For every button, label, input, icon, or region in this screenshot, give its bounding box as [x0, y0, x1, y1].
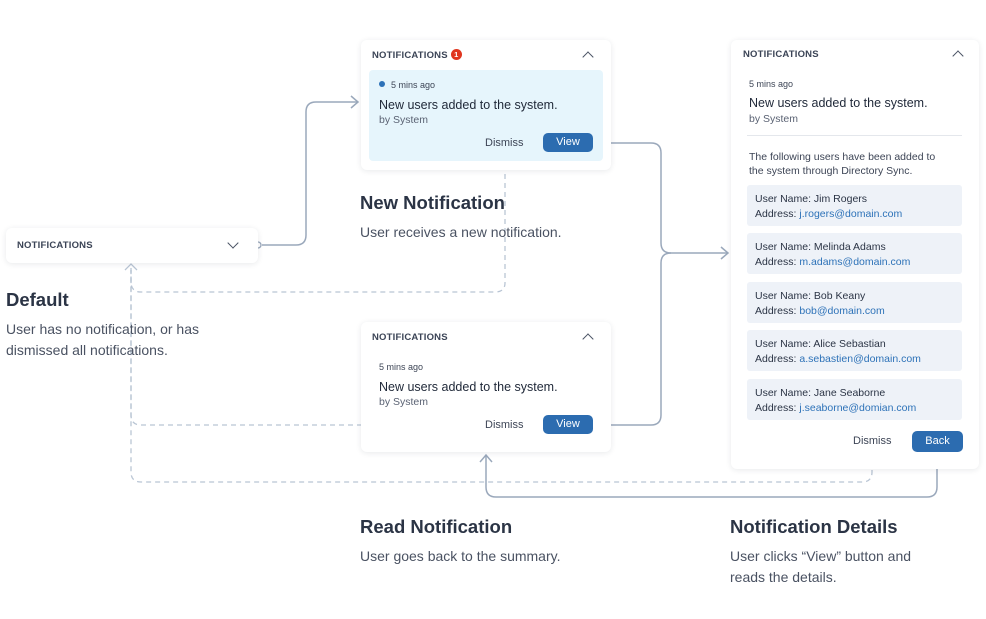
user-name: User Name: Jane Seaborne: [755, 387, 886, 399]
connector-view-to-details: [596, 142, 728, 254]
dismiss-button[interactable]: Dismiss: [853, 435, 892, 447]
panel-header-label: NOTIFICATIONS: [372, 50, 448, 61]
user-email-link[interactable]: j.seaborne@domian.com: [799, 402, 917, 414]
back-button[interactable]: Back: [912, 431, 963, 452]
view-button[interactable]: View: [543, 415, 593, 434]
new-notification-title: New Notification: [360, 192, 505, 213]
read-notification-panel: NOTIFICATIONS 5 mins ago New users added…: [361, 322, 611, 452]
user-address: Address: j.seaborne@domian.com: [755, 402, 917, 414]
notification-title: New users added to the system.: [749, 96, 928, 110]
chevron-up-icon[interactable]: [582, 51, 594, 63]
default-desc-line2: dismissed all notifications.: [6, 342, 168, 358]
default-notification-panel: NOTIFICATIONS: [6, 228, 258, 263]
connector-read-view-to-details: [596, 252, 672, 426]
notification-time: 5 mins ago: [749, 79, 794, 89]
default-desc-line1: User has no notification, or has: [6, 321, 199, 337]
notification-item[interactable]: 5 mins ago New users added to the system…: [369, 70, 603, 161]
panel-header-label: NOTIFICATIONS: [372, 332, 448, 343]
connector-back-to-read: [485, 452, 938, 498]
user-email-link[interactable]: a.sebastien@domain.com: [799, 353, 921, 365]
dismiss-button[interactable]: Dismiss: [485, 419, 524, 431]
notification-title: New users added to the system.: [379, 98, 558, 112]
notification-title: New users added to the system.: [379, 380, 558, 394]
divider: [747, 135, 962, 136]
chevron-up-icon[interactable]: [582, 333, 594, 345]
unread-count-badge: 1: [450, 49, 462, 60]
user-address: Address: a.sebastien@domain.com: [755, 353, 921, 365]
user-name: User Name: Jim Rogers: [755, 193, 868, 205]
user-card: User Name: Jane Seaborne Address: j.seab…: [747, 379, 962, 420]
user-email-link[interactable]: m.adams@domain.com: [799, 256, 911, 268]
notification-author: by System: [749, 113, 799, 125]
user-address: Address: bob@domain.com: [755, 305, 885, 317]
notification-details-desc-line2: reads the details.: [730, 569, 837, 585]
user-name: User Name: Bob Keany: [755, 290, 866, 302]
notification-author: by System: [379, 396, 429, 408]
user-email-link[interactable]: j.rogers@domain.com: [799, 208, 903, 220]
user-card: User Name: Bob Keany Address: bob@domain…: [747, 282, 962, 323]
default-title: Default: [6, 289, 69, 310]
notification-details-title: Notification Details: [730, 516, 898, 537]
user-address: Address: j.rogers@domain.com: [755, 208, 903, 220]
user-name: User Name: Melinda Adams: [755, 241, 886, 253]
user-email-link[interactable]: bob@domain.com: [799, 305, 885, 317]
user-card: User Name: Melinda Adams Address: m.adam…: [747, 233, 962, 274]
panel-header-label: NOTIFICATIONS: [743, 49, 819, 60]
notification-author: by System: [379, 114, 429, 126]
view-button[interactable]: View: [543, 133, 593, 152]
notification-time: 5 mins ago: [379, 362, 424, 372]
dismiss-button[interactable]: Dismiss: [485, 137, 524, 149]
user-card: User Name: Alice Sebastian Address: a.se…: [747, 330, 962, 371]
connector-new-dismiss-to-default: [130, 156, 506, 293]
details-intro-line1: The following users have been added to: [749, 151, 936, 163]
user-card: User Name: Jim Rogers Address: j.rogers@…: [747, 185, 962, 226]
chevron-down-icon[interactable]: [227, 237, 239, 249]
notification-item[interactable]: 5 mins ago New users added to the system…: [369, 352, 603, 443]
user-address: Address: m.adams@domain.com: [755, 256, 911, 268]
new-notification-desc: User receives a new notification.: [360, 224, 562, 240]
notification-time: 5 mins ago: [379, 80, 435, 90]
connector-default-to-new: [262, 101, 358, 246]
read-notification-desc: User goes back to the summary.: [360, 548, 561, 564]
unread-dot-icon: [379, 81, 385, 87]
connector-details-dismiss-to-default: [130, 270, 873, 483]
details-intro-line2: the system through Directory Sync.: [749, 165, 913, 177]
read-notification-title: Read Notification: [360, 516, 513, 537]
user-name: User Name: Alice Sebastian: [755, 338, 886, 350]
notification-details-desc-line1: User clicks “View” button and: [730, 548, 912, 564]
panel-header-label: NOTIFICATIONS: [17, 240, 93, 251]
